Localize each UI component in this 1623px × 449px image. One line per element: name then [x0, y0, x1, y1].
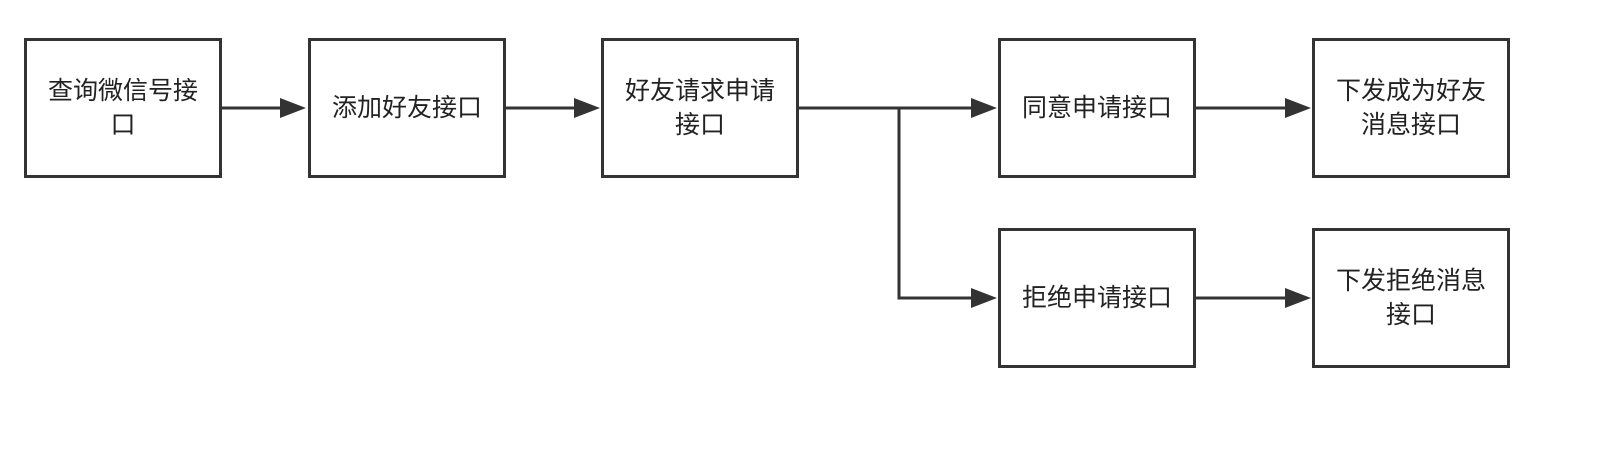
edge-n3-branch	[799, 106, 901, 300]
node-friend-request: 好友请求申请接口	[601, 38, 799, 178]
node-label: 下发拒绝消息接口	[1335, 266, 1486, 329]
edge-n3-n4	[899, 98, 997, 118]
node-accept-request: 同意申请接口	[998, 38, 1196, 178]
arrowhead-icon	[280, 98, 306, 118]
arrowhead-icon	[971, 288, 997, 308]
arrowhead-icon	[971, 98, 997, 118]
edge-n3-n6	[897, 288, 997, 308]
node-label: 查询微信号接口	[47, 76, 198, 139]
node-label: 同意申请接口	[1021, 93, 1172, 122]
node-query-wechat-id: 查询微信号接口	[24, 38, 222, 178]
node-label: 拒绝申请接口	[1021, 283, 1172, 312]
edge-n6-n7	[1196, 288, 1311, 308]
node-label: 好友请求申请接口	[624, 76, 775, 139]
node-label: 下发成为好友消息接口	[1335, 76, 1486, 139]
node-label: 添加好友接口	[331, 93, 482, 122]
arrowhead-icon	[1285, 98, 1311, 118]
edge-n4-n5	[1196, 98, 1311, 118]
edge-n2-n3	[506, 98, 600, 118]
node-add-friend: 添加好友接口	[308, 38, 506, 178]
node-send-reject-message: 下发拒绝消息接口	[1312, 228, 1510, 368]
edge-n1-n2	[222, 98, 306, 118]
arrowhead-icon	[1285, 288, 1311, 308]
node-send-friend-message: 下发成为好友消息接口	[1312, 38, 1510, 178]
node-reject-request: 拒绝申请接口	[998, 228, 1196, 368]
arrowhead-icon	[574, 98, 600, 118]
